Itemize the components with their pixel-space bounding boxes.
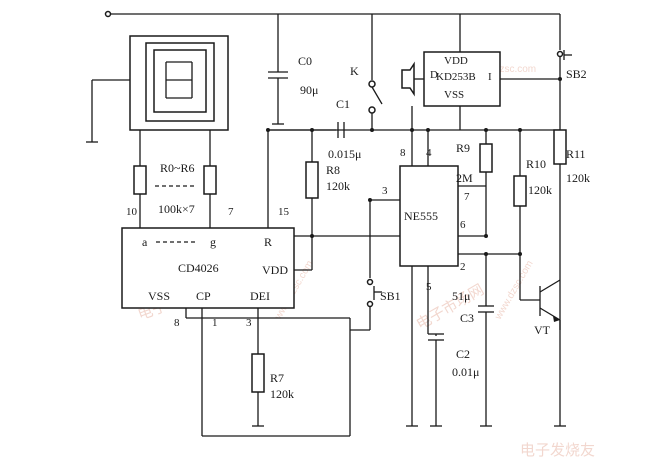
junctions xyxy=(266,77,562,256)
sb2-label: SB2 xyxy=(566,67,587,81)
kd253b-chip: VDD KD253B VSS D I xyxy=(401,14,560,130)
watermark-url-2: www.dzsc.com xyxy=(493,259,536,323)
r9-label: R9 xyxy=(456,141,470,155)
cd-vss: VSS xyxy=(148,289,170,303)
switch-sb2: SB2 xyxy=(556,50,587,81)
resistor-r9: R9 2M xyxy=(456,130,493,236)
r8-label: R8 xyxy=(326,163,340,177)
ne555-name: NE555 xyxy=(404,209,438,223)
pin-2n: 2 xyxy=(460,261,466,273)
pin-3n: 3 xyxy=(382,185,388,197)
switch-sb1: 3 SB1 xyxy=(366,185,401,330)
resistor-r10: R10 120k xyxy=(513,130,552,254)
sb1-label: SB1 xyxy=(380,289,401,303)
c2-label: C2 xyxy=(456,347,470,361)
r10-value: 120k xyxy=(528,183,552,197)
watermark-text-2: 电子市场网 xyxy=(413,280,487,333)
resistor-r7: R7 120k xyxy=(251,353,294,427)
pin-4n: 4 xyxy=(426,147,432,159)
supply-terminal xyxy=(104,10,112,18)
r8-value: 120k xyxy=(326,179,350,193)
vt-label: VT xyxy=(534,323,551,337)
pin-7n: 7 xyxy=(464,191,470,203)
c3-label: C3 xyxy=(460,311,474,325)
capacitor-c3: 51μ C3 xyxy=(452,254,494,426)
ground-rail xyxy=(186,317,566,437)
top-rail xyxy=(104,10,561,50)
cd-cp: CP xyxy=(196,289,211,303)
pin-6n: 6 xyxy=(460,219,466,231)
k-label: K xyxy=(350,64,359,78)
cd-name: CD4026 xyxy=(178,261,219,275)
r11-value: 120k xyxy=(566,171,590,185)
r9-value: 2M xyxy=(456,171,473,185)
watermark-text: 电子发烧友 xyxy=(520,441,595,459)
resistors-r0-r6: R0~R6 100k×7 10 7 xyxy=(126,130,234,230)
c1-label: C1 xyxy=(336,97,350,111)
pin-5n: 5 xyxy=(426,281,432,293)
cd4026-chip: a g R CD4026 VDD VSS CP DEI 8 1 3 15 xyxy=(121,130,400,436)
cd-r: R xyxy=(264,235,272,249)
ne555-chip: NE555 8 4 7 6 2 5 xyxy=(399,130,520,426)
kd-vss: VSS xyxy=(444,89,464,101)
r7-label: R7 xyxy=(270,371,284,385)
switch-k: K C1 xyxy=(336,14,383,130)
pin-8n: 8 xyxy=(400,147,406,159)
kd-i: I xyxy=(488,71,492,83)
cd-vdd: VDD xyxy=(262,263,288,277)
c0-label: C0 xyxy=(298,54,312,68)
pin-1c: 1 xyxy=(212,317,218,329)
kd-name: KD253B xyxy=(436,71,476,83)
transistor-vt: VT xyxy=(519,254,561,426)
capacitor-c1: 0.015μ xyxy=(268,122,361,161)
pin-7a: 7 xyxy=(228,206,234,218)
kd-d: D xyxy=(430,69,438,81)
c3-value: 51μ xyxy=(452,289,470,303)
pin-3c: 3 xyxy=(246,317,252,329)
pin-8c: 8 xyxy=(174,317,180,329)
r11-label: R11 xyxy=(566,147,586,161)
r7-value: 120k xyxy=(270,387,294,401)
cd-dei: DEI xyxy=(250,289,270,303)
r10-label: R10 xyxy=(526,157,546,171)
watermark-url: www.dzsc.com xyxy=(469,64,536,75)
r0r6-label: R0~R6 xyxy=(160,161,195,175)
c1-value: 0.015μ xyxy=(328,147,361,161)
pin-15: 15 xyxy=(278,206,290,218)
kd-vdd: VDD xyxy=(444,55,468,67)
cd-a: a xyxy=(142,235,148,249)
seven-segment-display xyxy=(86,35,229,143)
c0-value: 90μ xyxy=(300,83,318,97)
pin-10: 10 xyxy=(126,206,138,218)
cd-g: g xyxy=(210,235,216,249)
speaker-icon xyxy=(401,61,415,97)
capacitor-c0: C0 90μ xyxy=(268,14,318,125)
resistor-r11: R11 120k xyxy=(553,79,590,330)
c2-value: 0.01μ xyxy=(452,365,479,379)
r0r6-value: 100k×7 xyxy=(158,202,195,216)
capacitor-c2: C2 0.01μ xyxy=(428,333,479,426)
